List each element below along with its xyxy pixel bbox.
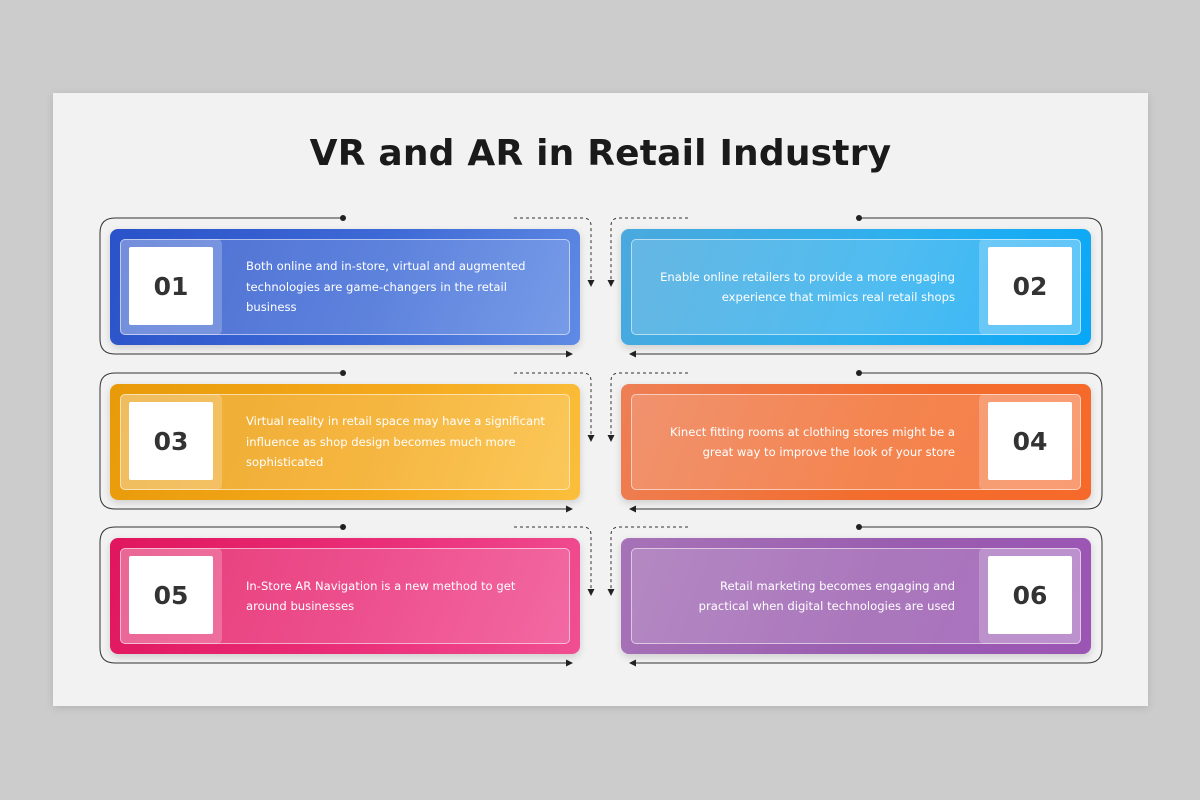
number-frame: 02 <box>979 239 1081 335</box>
right-frame-line <box>629 526 1103 667</box>
connector-dot <box>856 524 862 530</box>
left-frame-line <box>99 372 573 513</box>
description-line: Enable online retailers to provide a mor… <box>660 269 955 284</box>
step-number: 05 <box>129 556 213 634</box>
description-line: practical when digital technologies are … <box>698 599 955 613</box>
connector-lines <box>99 215 1103 667</box>
step-description: Enable online retailers to provide a mor… <box>645 229 955 345</box>
step-number: 03 <box>129 402 213 480</box>
step-card-02: 02 Enable online retailers to provide a … <box>621 229 1091 345</box>
slide: VR and AR in Retail Industry 01 Both onl… <box>53 93 1148 706</box>
step-card-03: 03 Virtual reality in retail space may h… <box>110 384 580 500</box>
description-line: Retail marketing becomes engaging and <box>719 578 955 593</box>
description-line: Virtual reality in retail space may have… <box>246 414 545 429</box>
connector-dot <box>856 215 862 221</box>
connector-dot <box>340 524 346 530</box>
step-number: 02 <box>988 247 1072 325</box>
description-line: business <box>246 300 297 315</box>
number-frame: 01 <box>120 239 222 335</box>
step-card-06: 06 Retail marketing becomes engaging and… <box>621 538 1091 654</box>
description-line: In-Store AR Navigation is a new method t… <box>246 578 516 593</box>
step-number: 04 <box>988 402 1072 480</box>
right-frame-line <box>629 217 1103 358</box>
left-frame-line <box>99 217 573 358</box>
step-description: Retail marketing becomes engaging and pr… <box>645 538 955 654</box>
step-description: Both online and in-store, virtual and au… <box>246 229 556 345</box>
step-card-01: 01 Both online and in-store, virtual and… <box>110 229 580 345</box>
description-line: technologies are game-changers in the re… <box>246 279 507 294</box>
connector-dot <box>340 370 346 376</box>
left-frame-line <box>99 526 573 667</box>
page-title: VR and AR in Retail Industry <box>309 133 892 174</box>
step-description: Kinect fitting rooms at clothing stores … <box>645 384 955 500</box>
description-line: great way to improve the look of your st… <box>702 445 955 459</box>
description-line: Kinect fitting rooms at clothing stores … <box>670 424 955 439</box>
step-description: Virtual reality in retail space may have… <box>246 384 556 500</box>
step-description: In-Store AR Navigation is a new method t… <box>246 538 556 654</box>
step-number: 06 <box>988 556 1072 634</box>
right-frame-line <box>629 372 1103 513</box>
description-line: influence as shop design becomes much mo… <box>246 434 516 449</box>
number-frame: 06 <box>979 548 1081 644</box>
number-frame: 04 <box>979 394 1081 490</box>
step-number: 01 <box>129 247 213 325</box>
number-frame: 03 <box>120 394 222 490</box>
number-frame: 05 <box>120 548 222 644</box>
description-line: around businesses <box>246 599 355 613</box>
description-line: sophisticated <box>246 455 324 470</box>
connector-dot <box>340 215 346 221</box>
step-card-05: 05 In-Store AR Navigation is a new metho… <box>110 538 580 654</box>
description-line: Both online and in-store, virtual and au… <box>246 259 526 274</box>
description-line: experience that mimics real retail shops <box>721 290 955 304</box>
connector-dot <box>856 370 862 376</box>
step-card-04: 04 Kinect fitting rooms at clothing stor… <box>621 384 1091 500</box>
